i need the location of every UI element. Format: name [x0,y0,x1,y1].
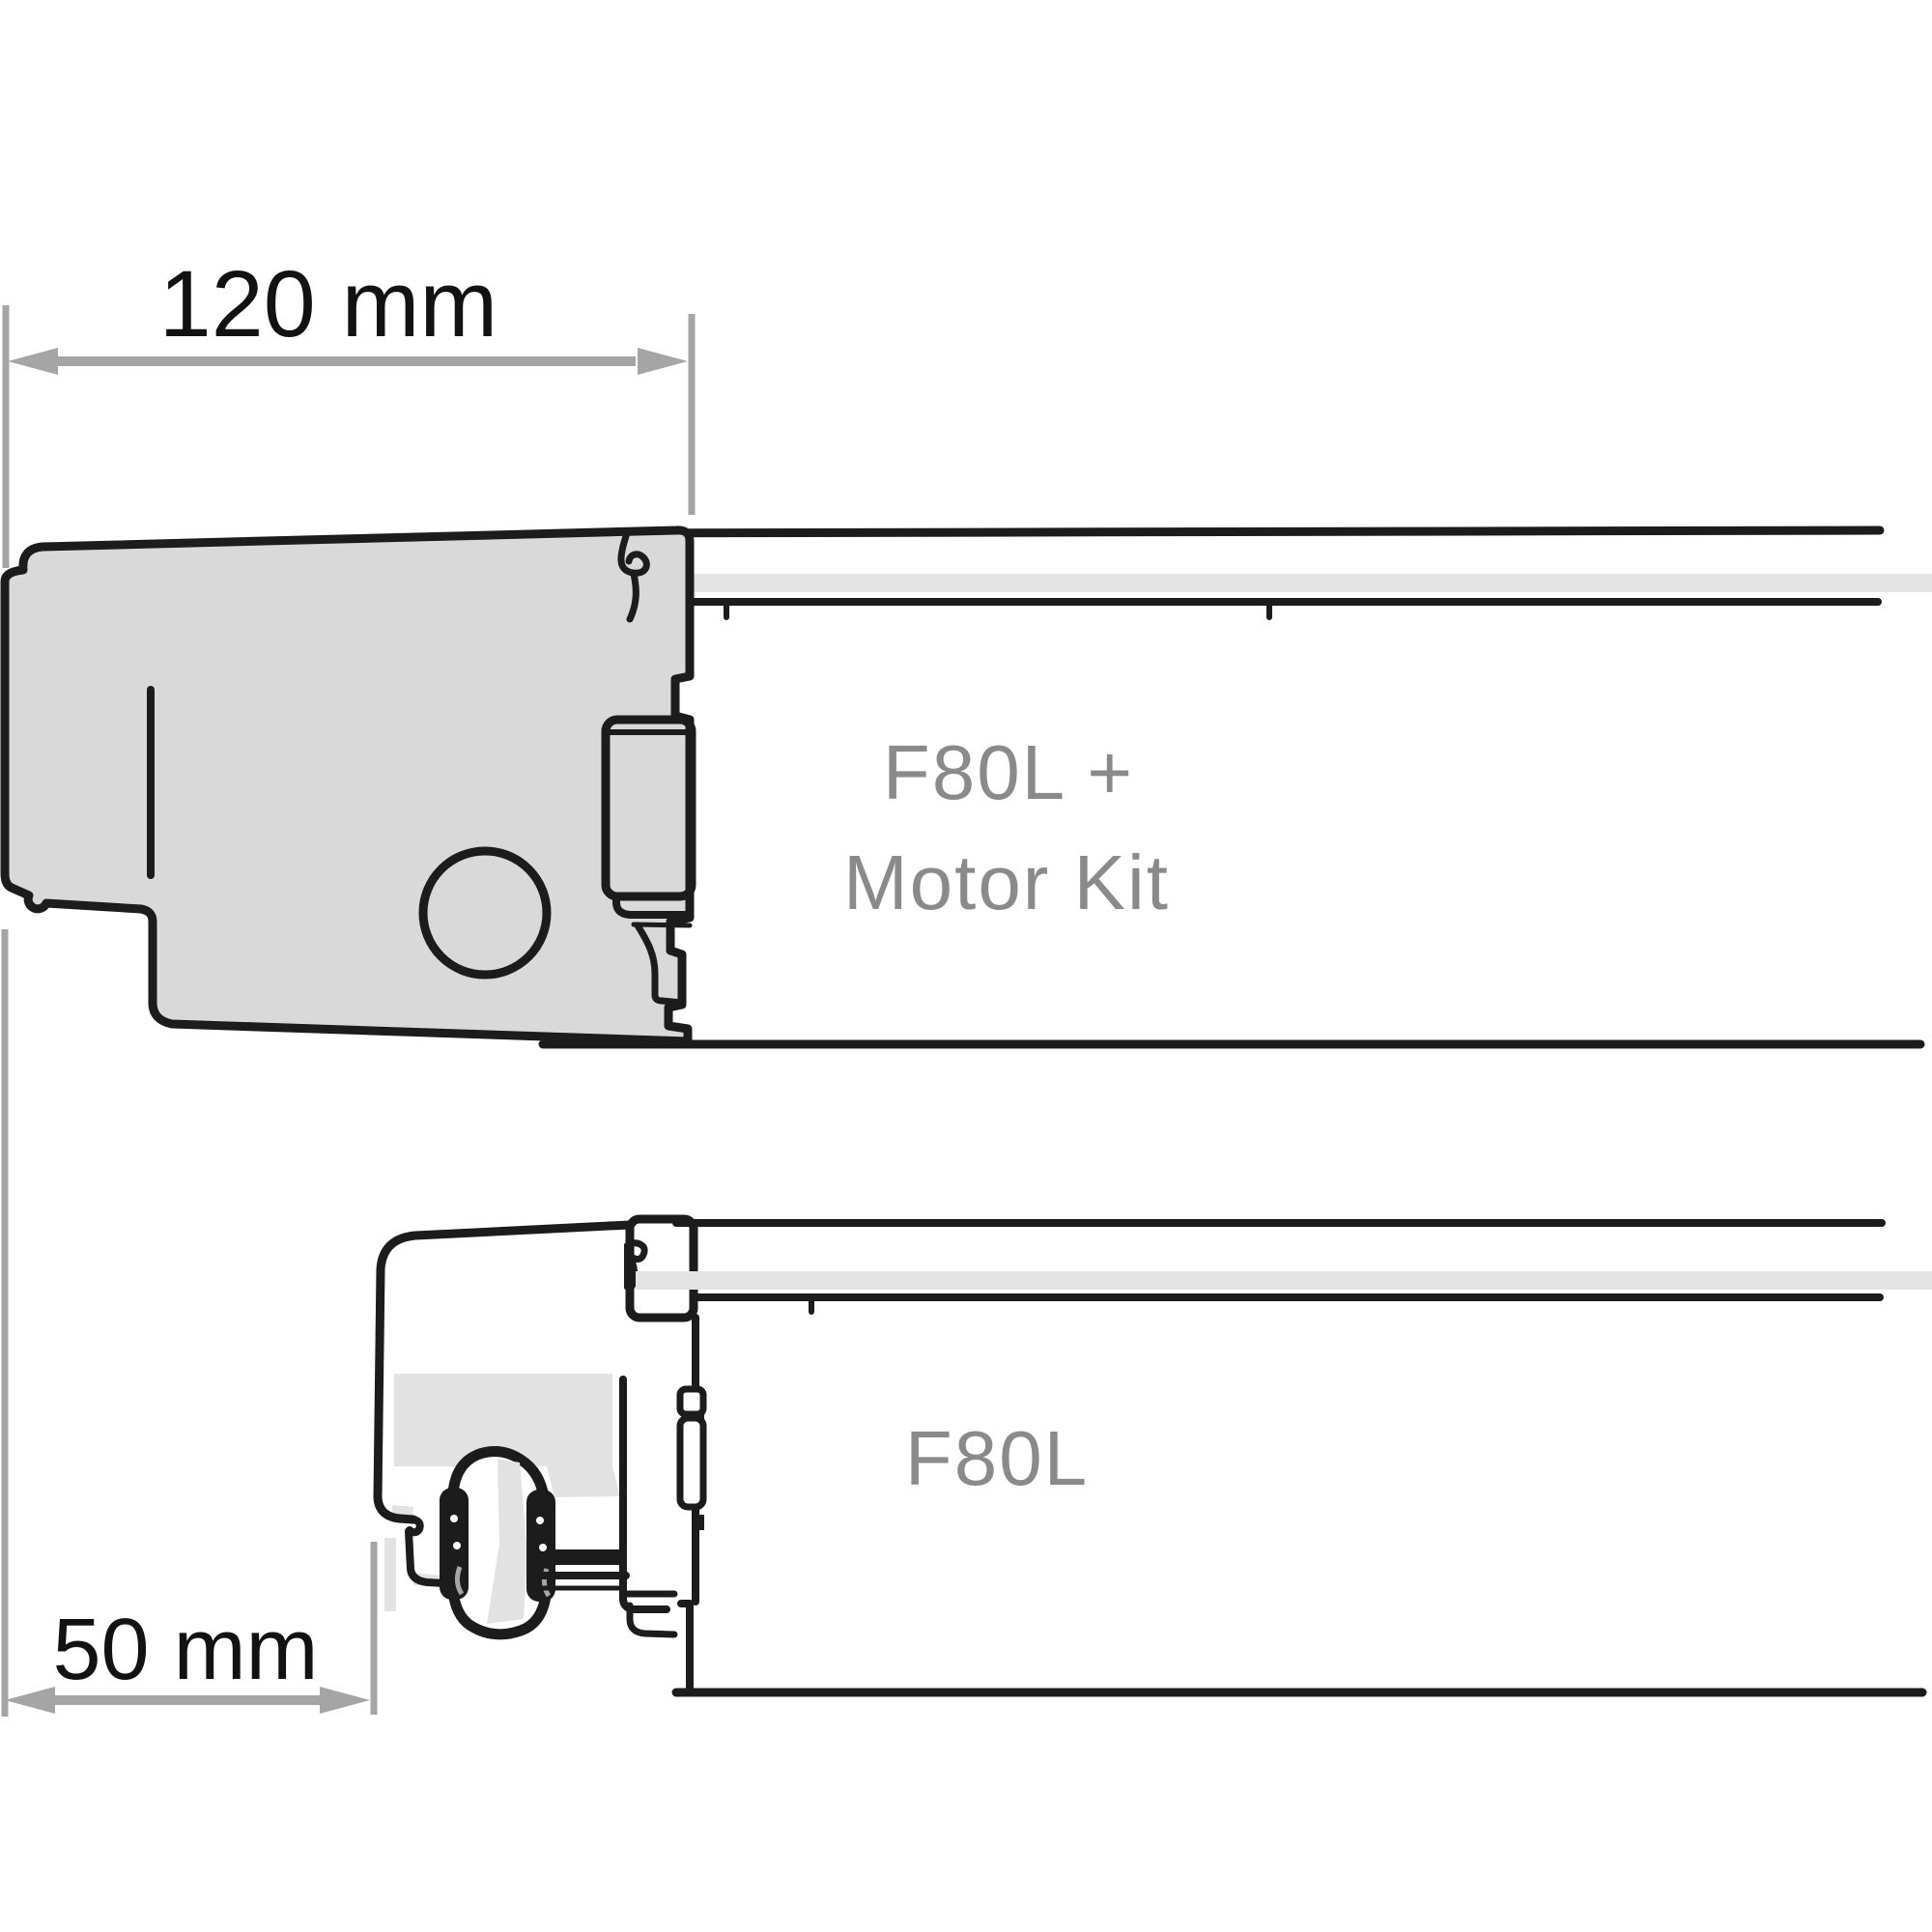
product-name: F80L [905,1415,1089,1501]
bracket-lower-lip-inner [631,922,693,928]
dimension-120mm: 120 mm [2,251,696,568]
arrowhead-right-icon [638,348,688,375]
housing-front-tab [406,1516,424,1537]
face-nub-lower [696,1515,704,1530]
arrowhead-left-icon [5,1687,55,1714]
strap-tongue-shading [487,1459,527,1624]
cable-gland-circle [418,846,552,980]
motor-kit-housing [0,526,696,1046]
front-housing [373,1220,670,1613]
housing-bottom-lip [405,1527,448,1587]
assembly-without-motor-kit: F80L [373,1214,1932,1697]
dimension-50mm: 50 mm [1,929,378,1717]
profile-gray-band [667,574,1932,592]
bracket-guide-curve [634,922,686,1007]
label-with-motor-kit: F80L + Motor Kit [843,729,1170,925]
lip-shadow [384,1538,396,1611]
arrowhead-right-icon [320,1687,370,1714]
roller-bar-thick [547,1549,626,1565]
face-bracket-small [676,1385,707,1418]
pad-hole [536,1517,544,1524]
awning-profile-top [538,526,1932,1049]
retainer-hook-top [617,529,650,623]
dimension-value: 50 mm [52,1602,318,1698]
housing-right-edge [619,1376,670,1613]
retainer-hook-bottom [620,1239,648,1263]
arrowhead-left-icon [8,348,58,375]
roller-shadow-slope [547,1466,620,1497]
product-name-line1: F80L + [883,729,1134,815]
pad-hole [450,1515,458,1522]
housing-outline [373,1220,635,1524]
assembly-with-motor-kit: F80L + Motor Kit [0,526,1932,1049]
pad-slit-left [454,1566,465,1596]
pad-slit-right [541,1568,552,1598]
housing-outline [0,526,695,1046]
lower-rail-bracket [624,1590,678,1638]
profile-joint-ticks [724,603,1272,620]
pull-strap-assembly [440,1445,630,1640]
pad-hole [539,1544,547,1551]
product-name-line2: Motor Kit [843,839,1170,925]
awning-profile-bottom [624,1219,1932,1697]
bracket-lower-lip [611,896,694,919]
pad-hole [453,1542,461,1549]
front-clip [625,1214,698,1322]
profile-top-edge [575,526,1885,538]
face-bottom-step [677,1600,694,1692]
mounting-bracket-pocket [601,715,696,901]
face-bracket-tall [676,1414,707,1511]
profile-gray-band [636,1271,1932,1290]
dimension-value: 120 mm [159,251,497,356]
